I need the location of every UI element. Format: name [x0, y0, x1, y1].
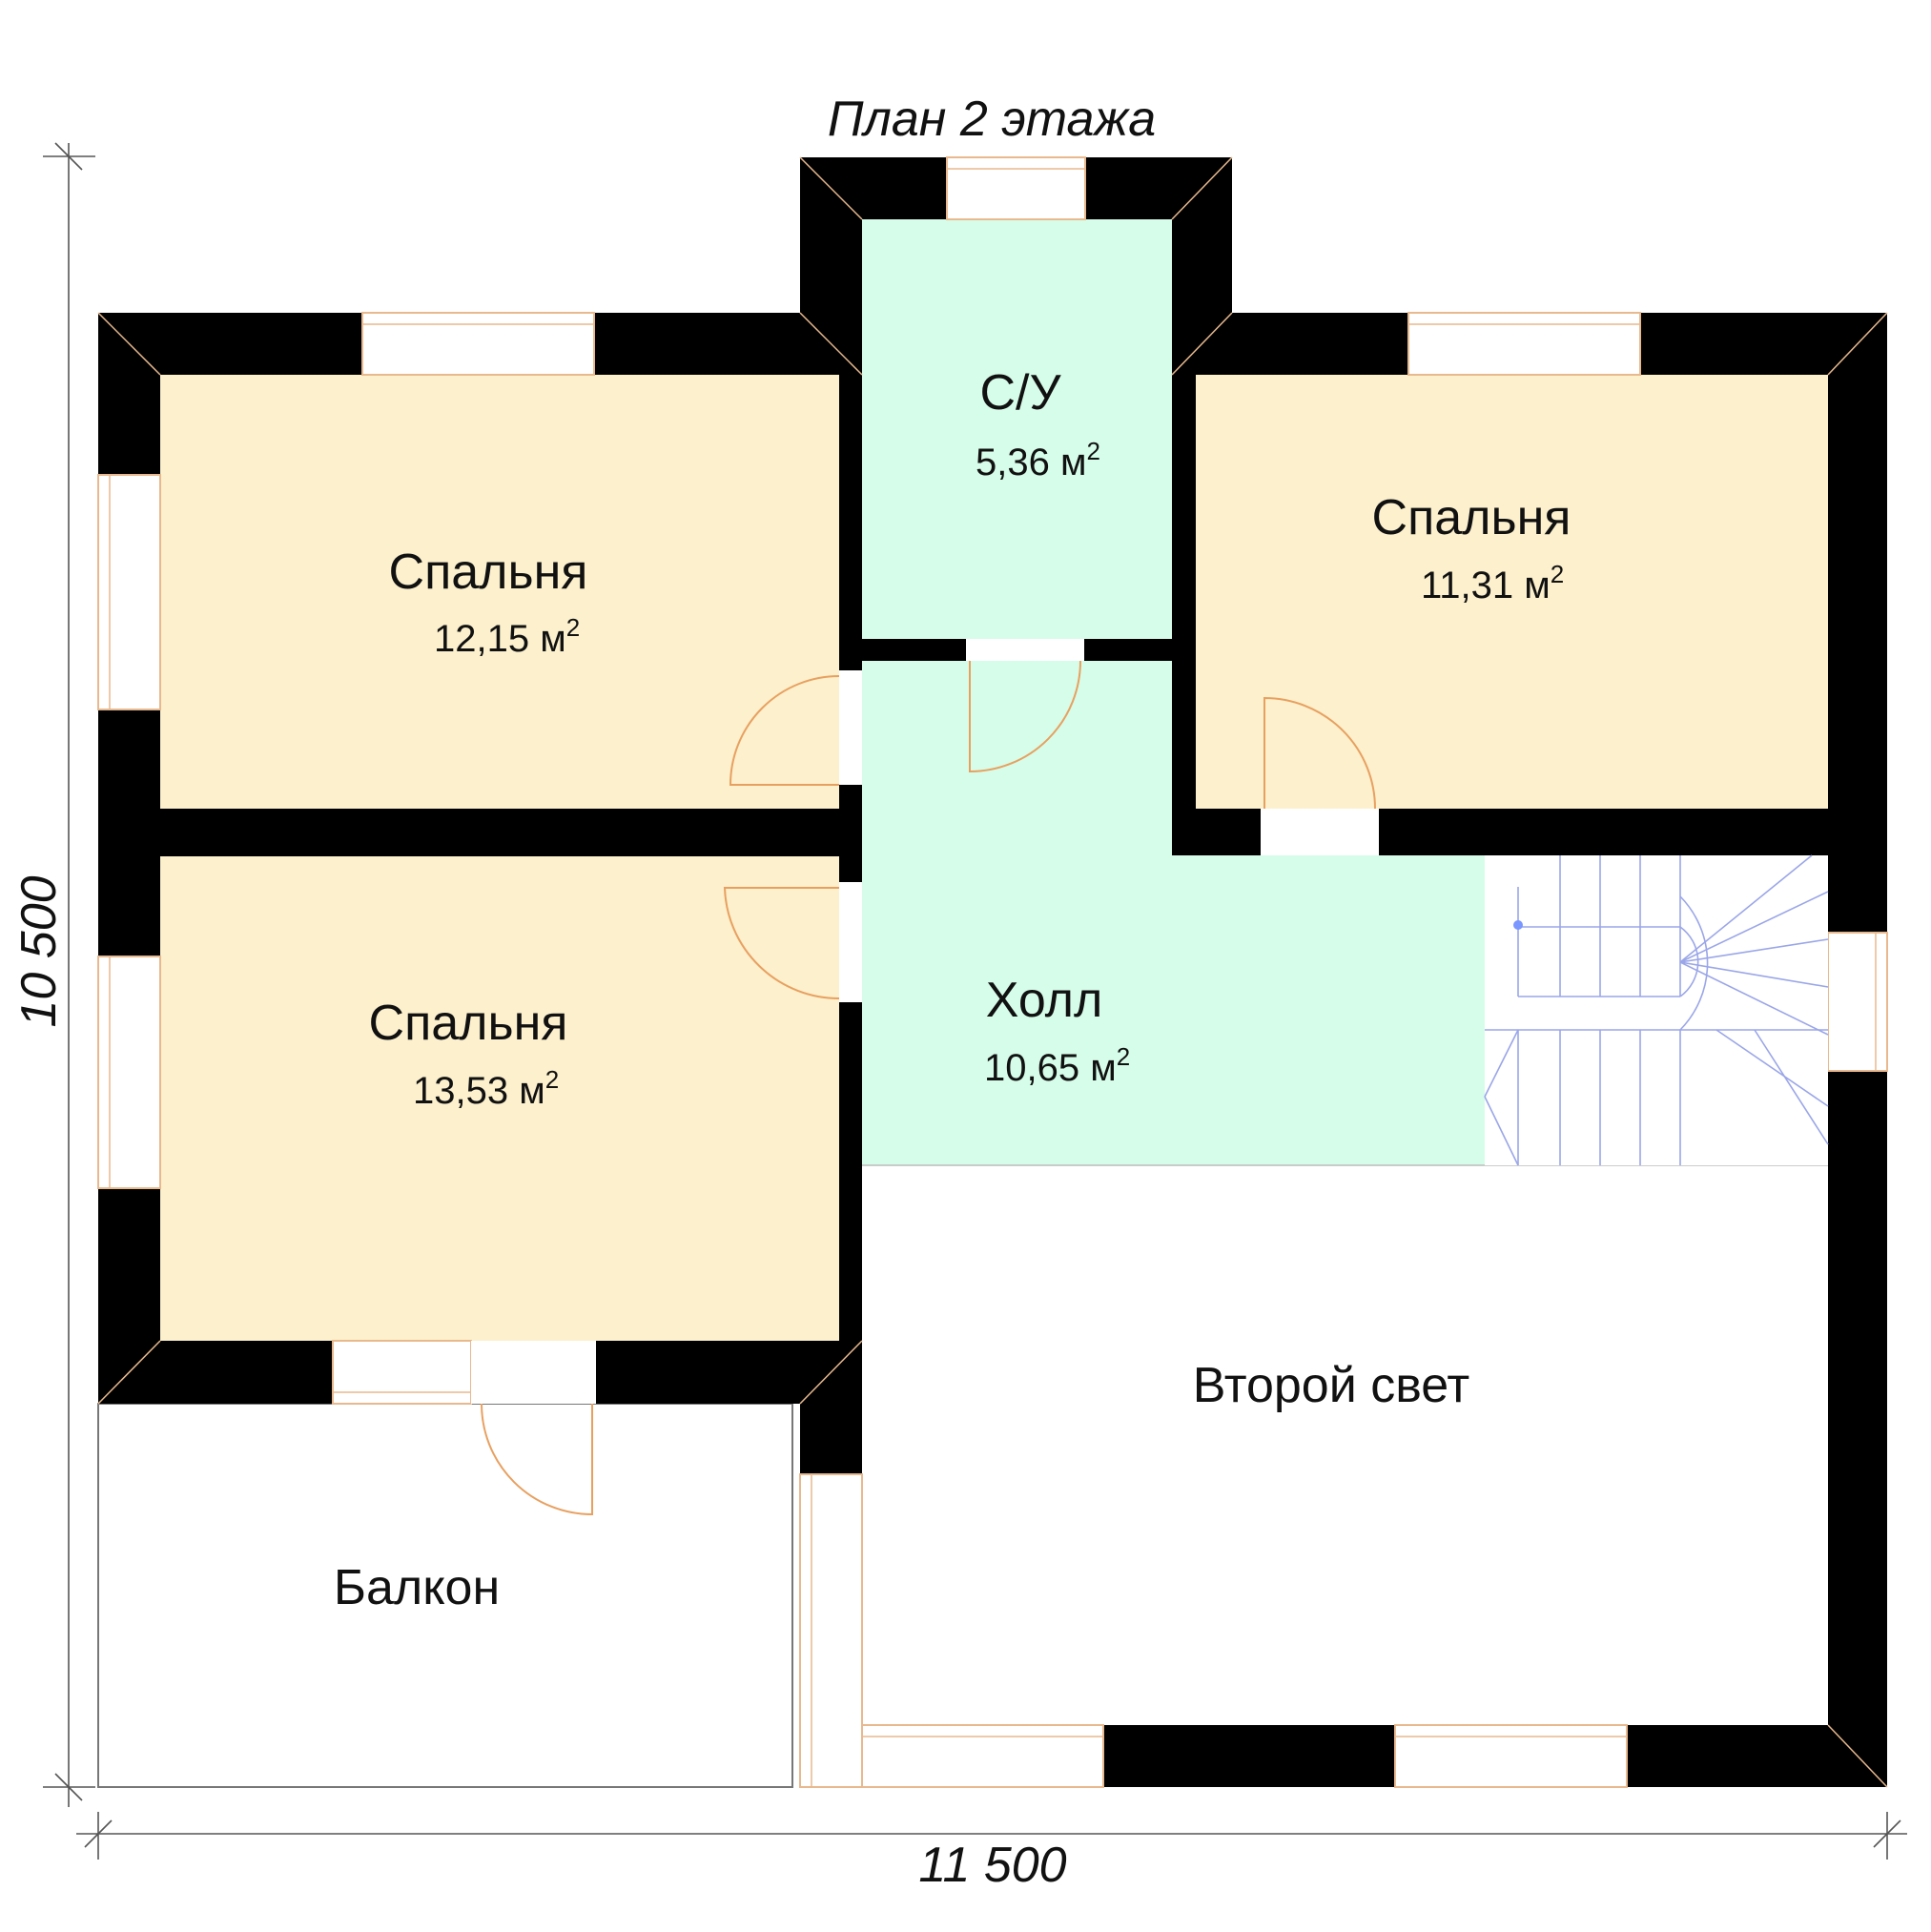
door-swing-bedroom-top-left [729, 675, 840, 786]
window-left-upper [97, 474, 161, 710]
height-dimension-label: 10 500 [11, 875, 67, 1027]
windows [97, 156, 1888, 1788]
window-bottom-left [861, 1724, 1104, 1788]
room-name-second-light: Второй свет [1193, 1358, 1470, 1413]
wall-corner-marks [97, 156, 1888, 1788]
door-swing-bedroom-top-right [1263, 696, 1376, 810]
staircase [1484, 854, 1829, 1166]
window-bathroom [946, 156, 1086, 220]
window-top-left [361, 312, 595, 376]
plan-title: План 2 этажа [828, 92, 1156, 147]
room-name-balcony: Балкон [334, 1560, 500, 1615]
door-opening-bedroom-top-right [1261, 809, 1379, 855]
door-swing-bedroom-middle-left [723, 887, 840, 999]
room-area-bedroom-top-right: 11,31 м2 [1421, 560, 1564, 606]
room-name-bathroom: С/У [979, 365, 1061, 421]
door-opening-balcony [471, 1341, 596, 1404]
room-area-bedroom-top-left: 12,15 м2 [434, 613, 580, 660]
room-name-bedroom-middle-left: Спальня [369, 996, 568, 1051]
bedroom-middle-left-floor [160, 856, 839, 1341]
door-opening-bedroom-top-left [839, 670, 862, 785]
window-bottom-right [1394, 1724, 1628, 1788]
dimension-lines [43, 142, 1907, 1860]
doors [471, 639, 1379, 1516]
wall-hall-left [839, 375, 862, 1341]
wall-right-bedroom-left [1172, 375, 1196, 855]
room-area-hall: 10,65 м2 [984, 1042, 1130, 1089]
window-left-lower [97, 956, 161, 1189]
door-opening-bedroom-middle-left [839, 882, 862, 1002]
window-top-right [1407, 312, 1641, 376]
room-name-bedroom-top-left: Спальня [389, 545, 588, 600]
window-balcony-column [799, 1473, 863, 1788]
room-name-bedroom-top-right: Спальня [1372, 490, 1572, 545]
bathroom-floor [862, 219, 1172, 639]
bedroom-top-left-floor [160, 375, 839, 809]
width-dimension-label: 11 500 [918, 1838, 1066, 1893]
door-swing-bathroom [969, 660, 1081, 773]
window-bottom-left-of-bedroom [332, 1340, 472, 1405]
door-swing-balcony [481, 1403, 593, 1516]
hall-floor [862, 661, 1485, 1165]
room-name-hall: Холл [986, 973, 1103, 1028]
wall-bedrooms-divider [160, 809, 862, 856]
bedroom-top-right-floor [1196, 375, 1828, 809]
window-right [1827, 932, 1888, 1072]
door-opening-bathroom [966, 639, 1084, 661]
room-area-bathroom: 5,36 м2 [976, 437, 1100, 483]
room-area-bedroom-middle-left: 13,53 м2 [413, 1065, 559, 1112]
